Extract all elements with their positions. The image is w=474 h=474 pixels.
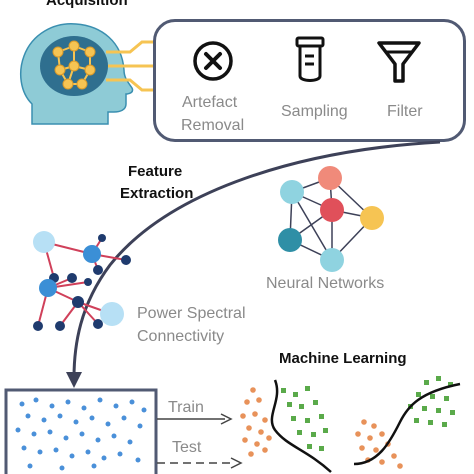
feature-extraction-title-line1: Feature — [128, 163, 183, 180]
x-circle-icon — [193, 41, 233, 81]
connectivity-graph-icon — [33, 231, 131, 331]
test-label: Test — [172, 439, 202, 456]
artefact-label-line2: Removal — [181, 117, 245, 134]
test-tube-icon — [295, 36, 325, 82]
artefact-label-line1: Artefact — [182, 94, 238, 111]
machine-learning-title: Machine Learning — [279, 350, 407, 367]
head-brain-icon — [19, 23, 156, 125]
neural-networks-label: Neural Networks — [266, 275, 385, 292]
train-label: Train — [168, 399, 204, 416]
funnel-icon — [377, 41, 421, 83]
test-arrow — [157, 457, 243, 469]
acquisition-title: Acquisition — [46, 0, 128, 9]
sampling-label: Sampling — [281, 103, 348, 120]
feature-extraction-title-line2: Extraction — [120, 185, 194, 202]
filter-label: Filter — [387, 103, 423, 120]
power-spectral-label-line1: Power Spectral — [137, 305, 246, 322]
train-arrow — [157, 413, 233, 425]
dataset-box — [4, 388, 158, 474]
power-spectral-label-line2: Connectivity — [137, 328, 225, 345]
test-classifier-plot — [353, 376, 461, 469]
neural-network-icon — [278, 166, 384, 272]
train-classifier-plot — [240, 379, 332, 473]
